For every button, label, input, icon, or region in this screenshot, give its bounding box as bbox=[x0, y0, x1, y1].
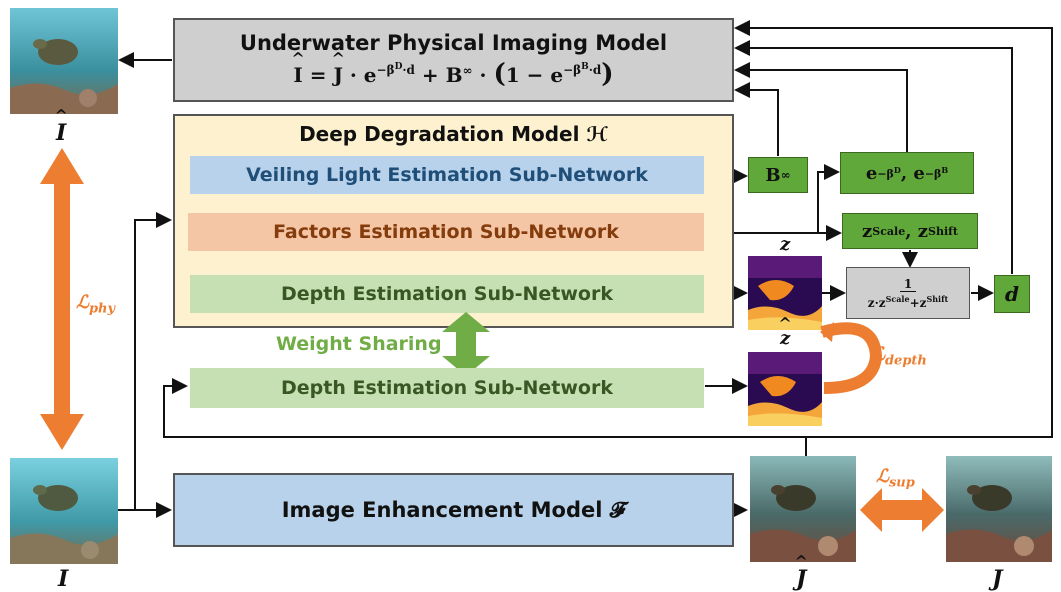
image-z-hat bbox=[748, 352, 822, 426]
loss-sup-arrow bbox=[860, 488, 944, 532]
physical-model-formula: I = J · e−βD·d + B∞ · (1 − e−βB·d) bbox=[293, 59, 613, 89]
veiling-light-subnetwork: Veiling Light Estimation Sub-Network bbox=[190, 156, 704, 194]
image-z bbox=[748, 256, 822, 330]
physical-imaging-model: Underwater Physical Imaging Model I = J … bbox=[173, 18, 734, 102]
image-i-hat bbox=[10, 8, 118, 114]
depth-formula-box: 1 z·zScale+zShift bbox=[846, 267, 970, 319]
label-i: I bbox=[58, 566, 69, 592]
label-j: J bbox=[992, 566, 1003, 592]
image-enhancement-model: Image Enhancement Model 𝓕 bbox=[173, 473, 734, 547]
label-j-hat: J bbox=[796, 566, 806, 592]
loss-depth-arrow bbox=[820, 322, 883, 394]
d-box: d bbox=[994, 275, 1030, 313]
depth-estimation-subnetwork-lower: Depth Estimation Sub-Network bbox=[190, 368, 704, 408]
b-infinity-box: B∞ bbox=[748, 157, 808, 193]
arrow-exp-to-model bbox=[734, 62, 908, 152]
formula-numerator: 1 bbox=[899, 277, 917, 292]
weight-sharing-label: Weight Sharing bbox=[276, 333, 442, 355]
deep-degradation-title: Deep Degradation Model ℋ bbox=[299, 122, 608, 146]
exp-terms-box: e−βD, e−βB bbox=[840, 152, 974, 194]
image-j bbox=[946, 456, 1052, 562]
image-j-hat bbox=[750, 456, 856, 562]
physical-model-title: Underwater Physical Imaging Model bbox=[239, 31, 668, 55]
arrow-factors-to-exp bbox=[817, 164, 840, 233]
arrow-binf-to-model bbox=[734, 82, 779, 156]
image-i bbox=[10, 458, 118, 564]
formula-denominator: z·zScale+zShift bbox=[867, 293, 949, 310]
factors-estimation-subnetwork: Factors Estimation Sub-Network bbox=[188, 213, 704, 251]
depth-estimation-subnetwork: Depth Estimation Sub-Network bbox=[190, 275, 704, 313]
arrow-i-to-degradation bbox=[134, 212, 172, 510]
loss-phy-label: ℒphy bbox=[76, 292, 116, 317]
label-i-hat: I bbox=[56, 120, 66, 146]
label-z: z bbox=[780, 234, 791, 255]
loss-phy-arrow bbox=[40, 148, 84, 450]
loss-depth-label: ℒdepth bbox=[872, 344, 927, 369]
weight-sharing-arrow bbox=[442, 312, 490, 376]
label-z-hat: z bbox=[780, 328, 790, 349]
loss-sup-label: ℒsup bbox=[876, 466, 915, 491]
